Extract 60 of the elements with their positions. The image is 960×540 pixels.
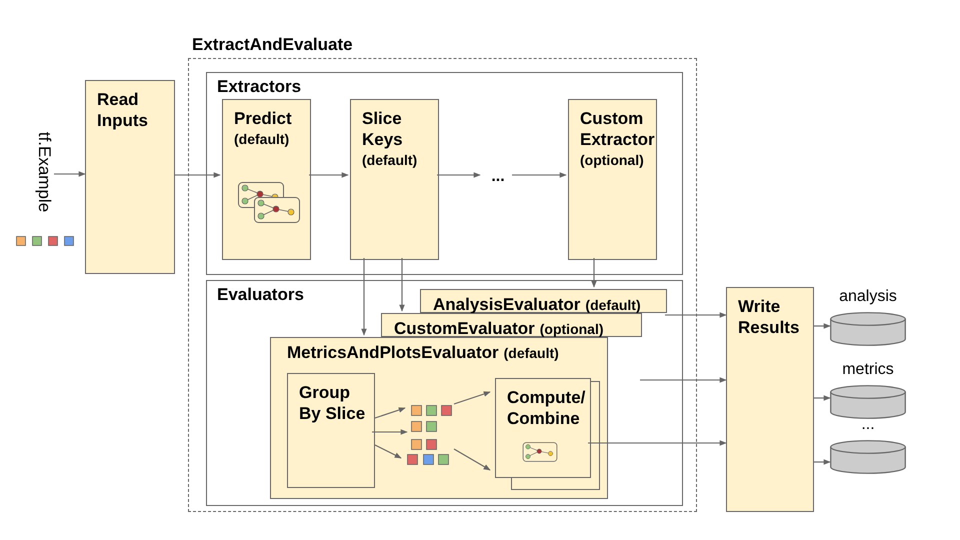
arrow	[454, 448, 491, 470]
input-label: tf.Example	[34, 122, 54, 222]
arrow	[399, 258, 405, 312]
box-title: CustomEvaluator	[394, 318, 535, 339]
process-box	[568, 99, 657, 260]
box-title: Read Inputs	[97, 89, 149, 131]
process-box	[85, 80, 175, 274]
arrow	[454, 391, 491, 405]
process-box	[350, 99, 439, 260]
arrow	[591, 258, 597, 288]
arrow	[309, 172, 349, 178]
process-box	[726, 287, 814, 512]
evaluator-card	[420, 289, 667, 313]
arrow	[814, 323, 831, 329]
box-title: Compute/ Combine	[507, 387, 586, 429]
group-panel	[206, 280, 683, 506]
process-box	[495, 378, 591, 478]
process-box	[287, 373, 375, 488]
arrow	[54, 171, 86, 177]
arrow	[361, 258, 367, 336]
arrow	[814, 395, 831, 401]
database-cylinder	[830, 312, 906, 346]
box-title: ExtractAndEvaluate	[192, 34, 353, 55]
arrow	[665, 312, 727, 318]
arrow	[372, 429, 408, 435]
box-title: Predict	[234, 108, 292, 129]
evaluator-card	[381, 313, 642, 337]
arrow	[374, 407, 406, 419]
data-label: analysis	[839, 288, 897, 306]
arrow	[175, 172, 221, 178]
arrow	[374, 444, 402, 458]
box-subtitle: (default)	[362, 151, 418, 170]
color-squares-icon	[410, 405, 454, 416]
box-title: Custom Extractor	[580, 108, 656, 150]
box-title: Evaluators	[217, 284, 304, 305]
data-label: metrics	[842, 361, 894, 379]
process-box	[222, 99, 311, 260]
box-subtitle: (default)	[504, 344, 559, 363]
box-title: Group By Slice	[299, 382, 366, 424]
arrow	[814, 459, 831, 465]
evaluator-card	[270, 337, 608, 499]
box-title: Extractors	[217, 76, 302, 97]
ellipsis-text: ...	[482, 168, 514, 188]
arrow	[437, 172, 481, 178]
box-title: Slice Keys	[362, 108, 404, 150]
arrow	[588, 440, 727, 446]
box-title: MetricsAndPlotsEvaluator	[287, 342, 499, 363]
box-subtitle: (default)	[585, 296, 641, 315]
box-title: AnalysisEvaluator	[433, 294, 580, 315]
arrow	[640, 377, 727, 383]
data-label: ...	[861, 416, 875, 434]
box-subtitle: (default)	[234, 130, 290, 149]
color-squares-icon	[410, 421, 437, 449]
box-subtitle: (optional)	[540, 320, 604, 339]
box-subtitle: (optional)	[580, 151, 644, 170]
box-title: Write Results	[738, 296, 800, 338]
arrow	[512, 172, 567, 178]
group-panel	[206, 72, 683, 275]
database-cylinder	[830, 385, 906, 419]
database-cylinder	[830, 440, 906, 474]
